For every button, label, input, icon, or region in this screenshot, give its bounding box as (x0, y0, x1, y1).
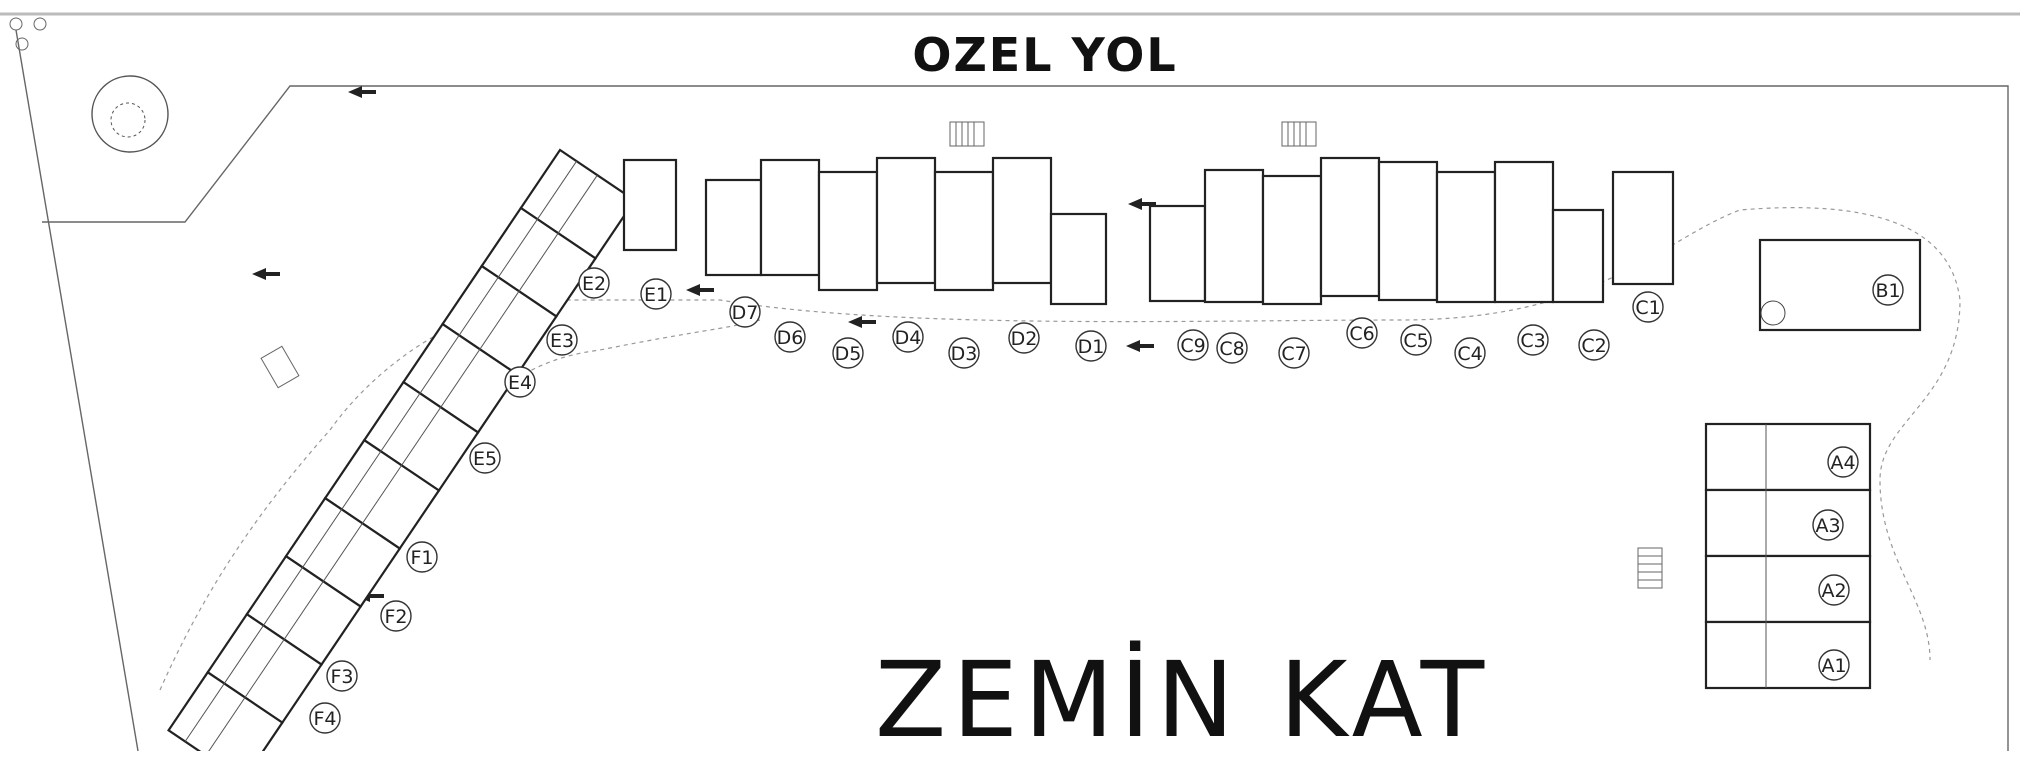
unit-marker-d1 (1075, 330, 1107, 362)
unit-marker-d4 (892, 321, 924, 353)
unit-label-a3: A3 (1815, 515, 1840, 537)
unit-marker-e4 (504, 366, 536, 398)
unit-label-e3: E3 (550, 330, 574, 352)
site-boundary (15, 29, 139, 751)
unit-label-c4: C4 (1457, 343, 1482, 365)
unit-label-d3: D3 (951, 343, 978, 365)
unit-label-e4: E4 (508, 372, 532, 394)
unit-label-f1: F1 (410, 547, 433, 569)
unit-marker-d5 (832, 337, 864, 369)
unit-marker-a3 (1812, 509, 1844, 541)
tree-symbol (91, 75, 169, 153)
unit-marker-f2 (380, 600, 412, 632)
corner-markers (9, 17, 47, 51)
unit-label-b1: B1 (1875, 280, 1900, 302)
unit-marker-a4 (1827, 446, 1859, 478)
unit-label-c6: C6 (1349, 323, 1374, 345)
unit-marker-c7 (1278, 337, 1310, 369)
unit-label-a1: A1 (1821, 655, 1846, 677)
floor-title: ZEMİN KAT (875, 639, 1491, 761)
unit-label-d2: D2 (1011, 328, 1038, 350)
unit-marker-c9 (1177, 329, 1209, 361)
stair-symbols (260, 121, 1663, 589)
unit-label-a4: A4 (1830, 452, 1855, 474)
unit-label-f2: F2 (384, 606, 407, 628)
unit-marker-f4 (309, 702, 341, 734)
unit-label-c9: C9 (1180, 335, 1205, 357)
unit-label-d7: D7 (732, 302, 759, 324)
unit-marker-c2 (1578, 329, 1610, 361)
unit-marker-f1 (406, 541, 438, 573)
unit-label-c7: C7 (1281, 343, 1306, 365)
unit-label-c8: C8 (1219, 338, 1244, 360)
unit-marker-d7 (729, 296, 761, 328)
unit-label-e2: E2 (582, 273, 606, 295)
unit-marker-a2 (1818, 574, 1850, 606)
road-label: OZEL YOL (912, 28, 1178, 82)
unit-marker-e1 (640, 278, 672, 310)
unit-marker-c3 (1517, 324, 1549, 356)
unit-label-a2: A2 (1821, 580, 1846, 602)
unit-marker-e2 (578, 267, 610, 299)
site-boundary-top (42, 85, 2009, 751)
unit-marker-c1 (1632, 291, 1664, 323)
unit-marker-c5 (1400, 324, 1432, 356)
unit-marker-c6 (1346, 317, 1378, 349)
unit-marker-e3 (546, 324, 578, 356)
unit-marker-c4 (1454, 337, 1486, 369)
unit-label-d1: D1 (1078, 336, 1105, 358)
unit-marker-c8 (1216, 332, 1248, 364)
unit-label-d5: D5 (835, 343, 862, 365)
unit-marker-d3 (948, 337, 980, 369)
unit-label-f3: F3 (330, 666, 353, 688)
unit-marker-b1 (1872, 274, 1904, 306)
block-row-top (622, 156, 1675, 306)
unit-marker-d6 (774, 321, 806, 353)
unit-label-e5: E5 (473, 448, 497, 470)
unit-label-d4: D4 (895, 327, 922, 349)
unit-label-f4: F4 (313, 708, 336, 730)
unit-marker-a1 (1818, 649, 1850, 681)
unit-label-c5: C5 (1403, 330, 1428, 352)
wing-e-f (167, 148, 637, 751)
unit-label-c2: C2 (1581, 335, 1606, 357)
unit-label-d6: D6 (777, 327, 804, 349)
unit-label-e1: E1 (644, 284, 668, 306)
garden-path (159, 207, 1961, 691)
unit-marker-e5 (469, 442, 501, 474)
unit-marker-d2 (1008, 322, 1040, 354)
unit-marker-f3 (326, 660, 358, 692)
unit-label-c3: C3 (1520, 330, 1545, 352)
unit-label-c1: C1 (1635, 297, 1660, 319)
